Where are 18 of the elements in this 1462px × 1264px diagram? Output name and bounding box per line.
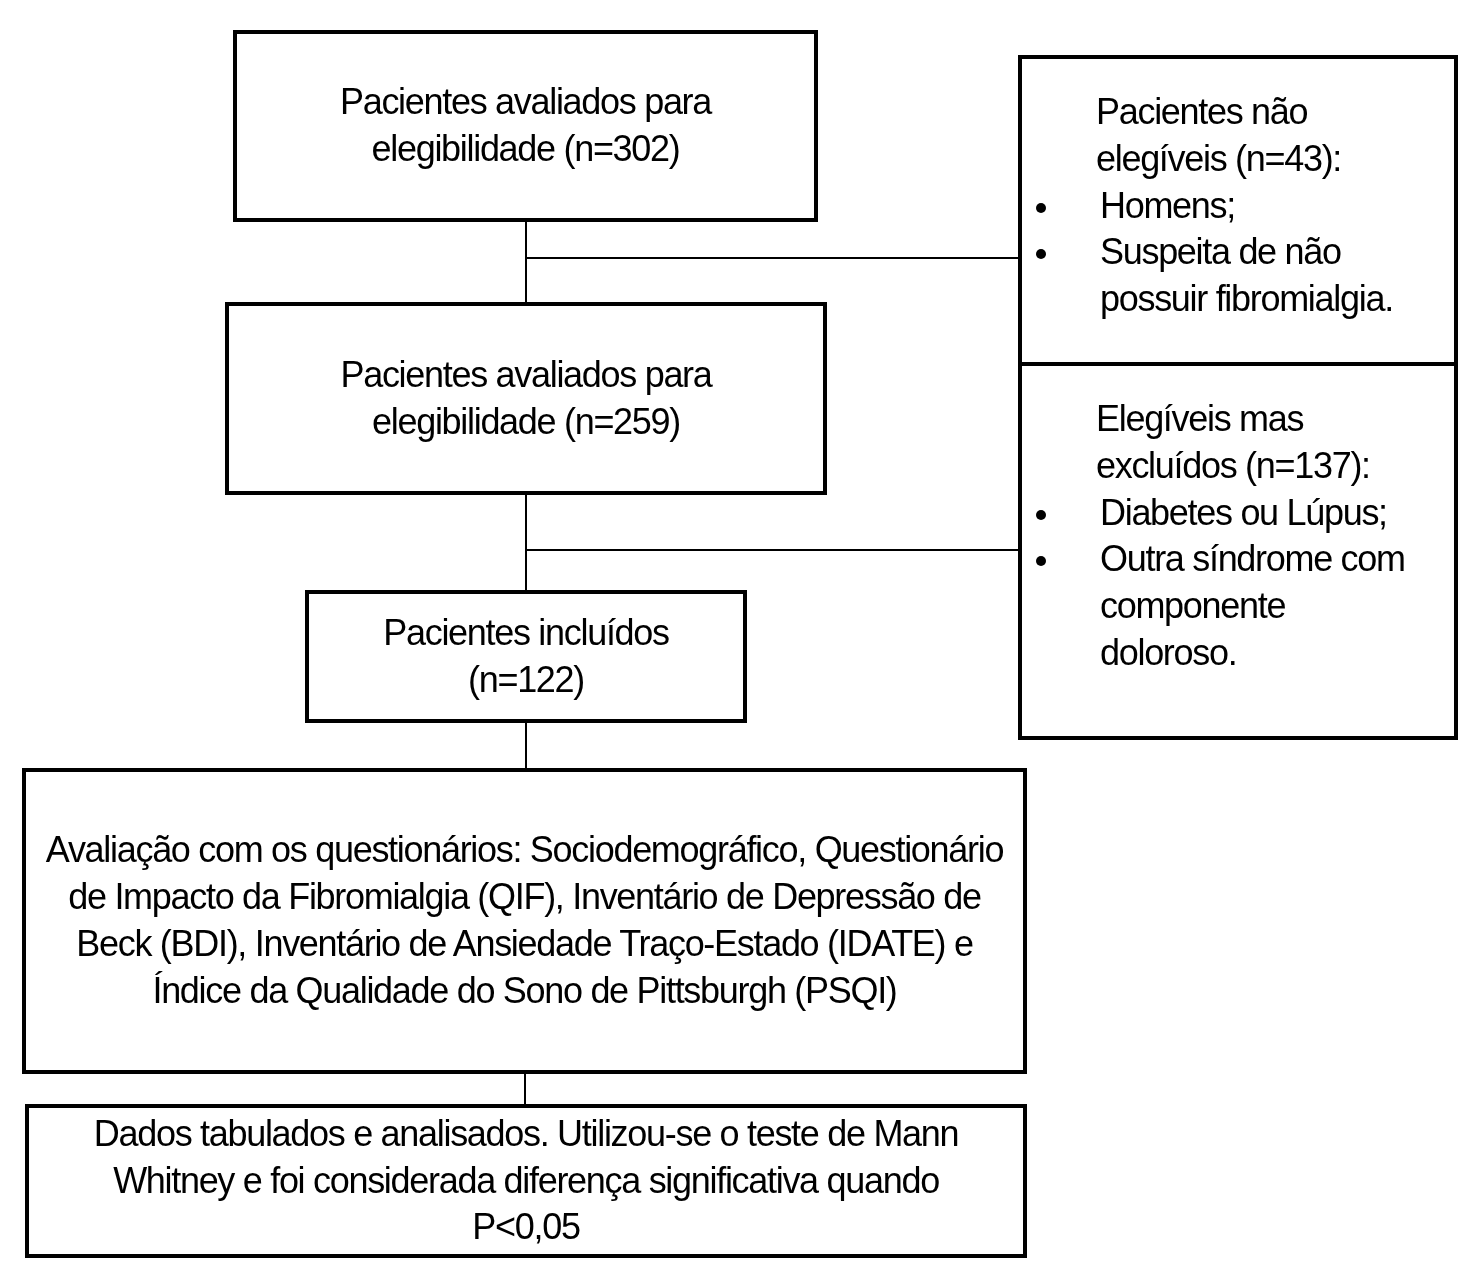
list-item-text: Outra síndrome com componente doloroso. — [1100, 537, 1406, 675]
box-heading: Pacientes não elegíveis (n=43): — [1095, 90, 1343, 181]
list-item-text: Homens; — [1100, 183, 1236, 228]
box-heading: Elegíveis mas excluídos (n=137): — [1095, 397, 1371, 488]
box-text: Pacientes avaliados para elegibilidade (n=302) — [338, 80, 713, 171]
connector-line — [524, 1073, 526, 1105]
box-text: Pacientes incluídos (n=122) — [382, 610, 670, 702]
process-box — [305, 590, 747, 723]
box-text: Avaliação com os questionários: Sociodemográfico, Questionário de Impacto da Fibromialgia (QIF), Inventário de Depressão de Beck (BDI), Inventário de Ansiedade Traço-Estado (IDATE) e Índice da Qualidade do Sono de Pittsburgh (PSQI) — [44, 828, 1005, 1013]
list-item-text: Diabetes ou Lúpus; — [1100, 490, 1388, 535]
list-item-text: Suspeita de não possuir fibromialgia. — [1100, 230, 1394, 322]
process-box — [22, 768, 1027, 1074]
process-box — [225, 302, 827, 495]
process-box — [233, 30, 818, 222]
connector-line — [525, 722, 527, 769]
box-text: Dados tabulados e analisados. Utilizou-se o teste de Mann Whitney e foi considerada diferença significativa quando P<0,05 — [92, 1111, 960, 1250]
box-text: Pacientes avaliados para elegibilidade (n=259) — [339, 352, 714, 444]
process-box — [25, 1104, 1027, 1258]
